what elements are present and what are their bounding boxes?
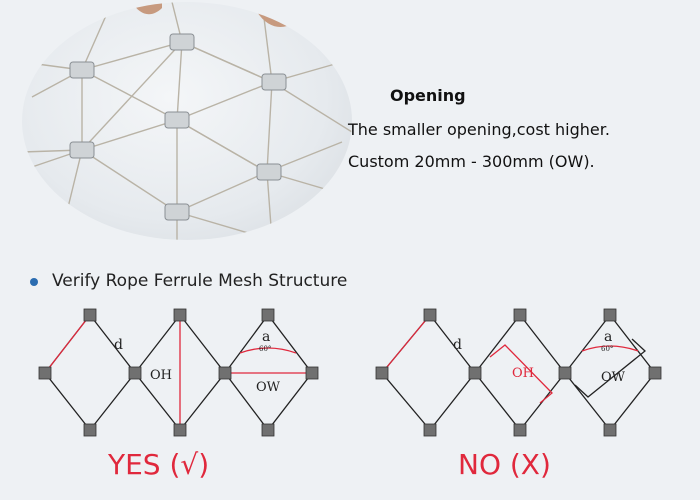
ferrule [173,308,187,322]
right-ow-measure [574,338,646,398]
ferrule [261,308,275,322]
right-measure-lines [381,314,639,404]
ferrule [648,366,662,380]
mesh-structure-diagram: d OH a 60° OW [38,308,662,437]
left-diagram: d OH a 60° OW [38,308,319,437]
left-label-d: d [114,337,123,353]
opening-custom-range: Custom 20mm - 300mm (OW). [348,152,595,171]
ferrule [513,423,527,437]
right-angle-arc [581,345,639,352]
ferrule [261,423,275,437]
ferrule [375,366,389,380]
right-oh-measure-line [489,344,553,404]
bullet-dot [30,278,38,286]
ferrule [603,423,617,437]
right-d-measure-line [381,314,431,374]
verdict-no: NO (X) [458,448,551,481]
ferrule [128,366,142,380]
right-label-d: d [453,337,462,353]
left-label-angle: 60° [259,345,271,353]
ferrule [305,366,319,380]
structure-heading: Verify Rope Ferrule Mesh Structure [52,271,348,291]
ferrule [603,308,617,322]
verdict-yes: YES (√) [108,448,210,481]
right-ferrules [375,308,662,437]
right-diagram: d OH a 60° OW [375,308,662,437]
left-angle-arc [239,347,297,354]
right-label-oh: OH [512,366,534,381]
mesh-photo [22,2,352,240]
left-label-oh: OH [150,368,172,383]
ferrule [83,308,97,322]
right-label-ow: OW [601,370,626,385]
opening-title: Opening [390,86,466,105]
ferrule [468,366,482,380]
ferrule [423,308,437,322]
left-measure-lines [44,314,312,430]
left-label-a: a [262,329,270,345]
left-ferrules [38,308,319,437]
right-label-a: a [604,329,612,345]
ferrule [218,366,232,380]
ferrule [513,308,527,322]
right-label-angle: 60° [601,345,613,353]
opening-cost-note: The smaller opening,cost higher. [348,120,610,139]
ferrule [38,366,52,380]
left-label-ow: OW [256,380,281,395]
ferrule [558,366,572,380]
mesh-photo-illustration [22,2,352,240]
ferrule [173,423,187,437]
ferrule [83,423,97,437]
ferrule [423,423,437,437]
left-d-measure-line [44,314,91,374]
